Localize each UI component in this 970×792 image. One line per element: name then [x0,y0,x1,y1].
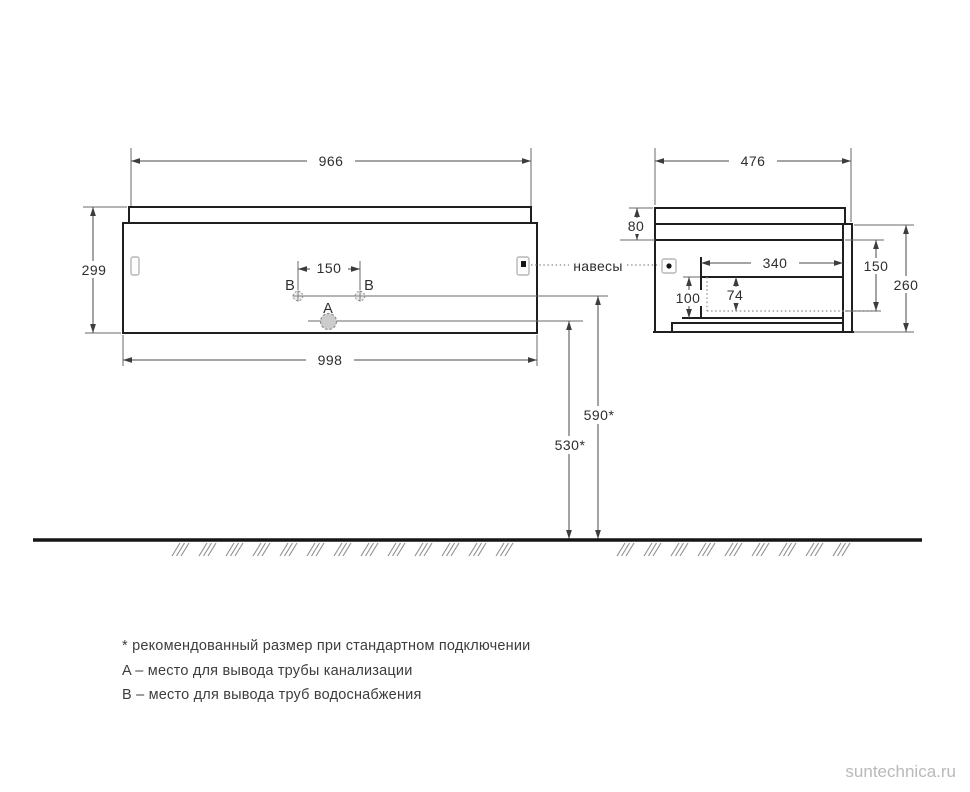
floor [33,538,922,557]
svg-text:150: 150 [317,260,342,276]
dim-side-body-height: 260 [854,224,927,333]
dim-a-height-from-floor: 530* [547,321,593,539]
svg-text:476: 476 [741,153,766,169]
point-a-label: A [323,301,333,317]
svg-text:590*: 590* [584,407,615,423]
connection-points: B B A [285,278,374,331]
svg-text:530*: 530* [555,437,586,453]
front-view-dimensions: 966 299 998 150 [71,148,622,539]
point-a-marker [319,312,338,331]
svg-text:150: 150 [864,258,889,274]
left-hanger-bracket [130,256,140,276]
dim-side-inner-width: 340 [701,254,843,271]
dim-side-pipe-offset: 74 [722,277,749,311]
svg-text:74: 74 [727,287,744,303]
legend-note-b: B – место для вывода труб водоснабжения [122,687,422,703]
legend-note-a: A – место для вывода трубы канализации [122,662,413,679]
dim-side-top-section: 80 [620,207,884,241]
side-hanger-dot [666,263,672,269]
dim-front-pipe-spacing: 150 [297,260,361,290]
dim-front-bottom-width: 998 [122,335,538,368]
dim-front-height: 299 [71,206,127,334]
svg-text:966: 966 [319,153,344,169]
dim-side-opening-height: 150 [845,240,896,312]
svg-text:80: 80 [628,218,645,234]
watermark: suntechnica.ru [845,762,956,781]
floor-hatching [171,542,851,557]
dim-b-height-from-floor: 590* [576,296,622,539]
dim-side-inner-height: 100 [671,276,706,318]
legend-note-asterisk: * рекомендованный размер при стандартном… [122,638,531,654]
right-hanger-dot [521,261,526,267]
svg-text:998: 998 [318,352,343,368]
front-countertop [128,206,532,224]
svg-text:260: 260 [894,277,919,293]
dim-side-depth: 476 [654,148,852,222]
hangers-callout: навесы [531,258,660,274]
side-view-dimensions: 476 80 340 100 74 [620,148,927,333]
svg-text:100: 100 [676,290,701,306]
svg-text:299: 299 [82,262,107,278]
point-b-left-label: B [285,278,295,294]
legend-notes: * рекомендованный размер при стандартном… [122,634,530,708]
front-view-outline [122,206,538,334]
side-countertop [654,207,846,225]
side-view-outline [653,207,877,333]
dim-front-top-width: 966 [130,148,532,206]
point-b-right-label: B [364,278,374,294]
hangers-label: навесы [573,258,622,274]
svg-text:340: 340 [763,255,788,271]
